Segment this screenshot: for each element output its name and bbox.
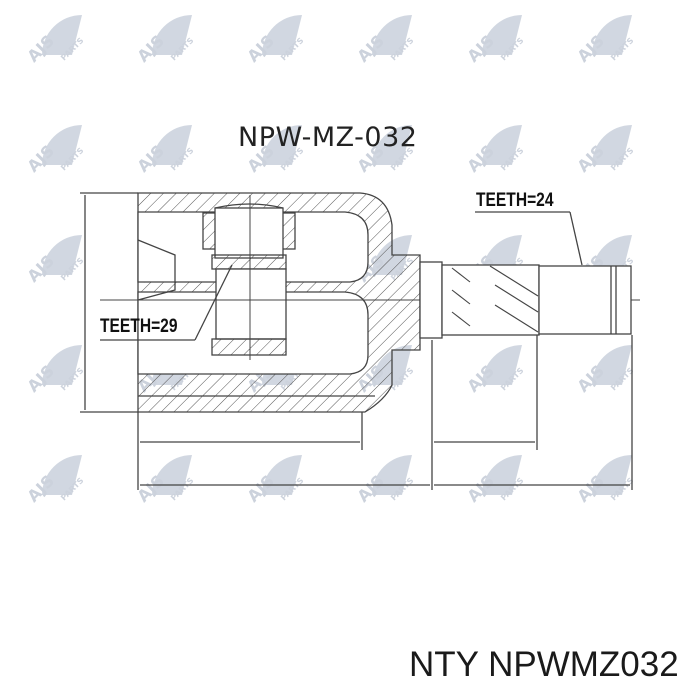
- part-title: NPW-MZ-032: [238, 122, 418, 153]
- teeth-24-label: TEETH=24: [476, 190, 554, 211]
- teeth-29-label: TEETH=29: [100, 316, 178, 337]
- footer-part-number: NTY NPWMZ032: [409, 645, 679, 684]
